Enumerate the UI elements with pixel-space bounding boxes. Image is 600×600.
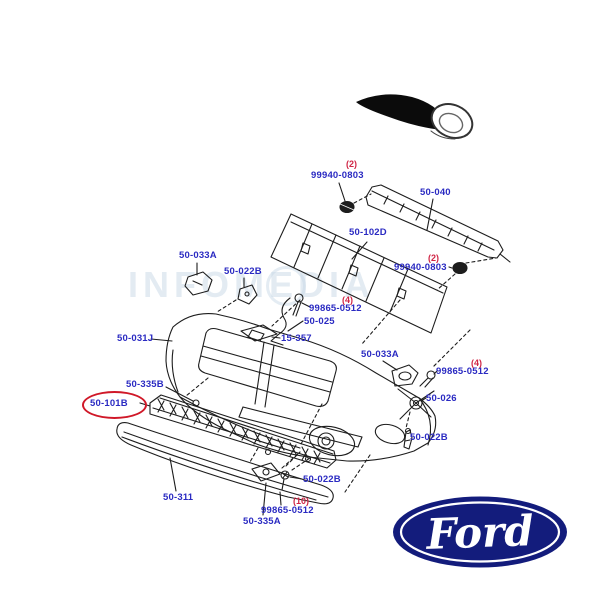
fasteners-bottom: [279, 451, 311, 506]
part-label-50-031J: 50-031J: [117, 333, 154, 344]
part-label-15-357: 15-357: [281, 333, 312, 344]
grille-insert: [139, 386, 337, 469]
lower-valance: [116, 422, 334, 505]
quantity-marker: (10): [293, 496, 310, 506]
bolt-mid: [292, 293, 311, 317]
part-label-50-335B: 50-335B: [126, 379, 164, 390]
quantity-marker: (2): [346, 159, 357, 169]
bracket-left: [184, 262, 213, 296]
part-label-99865-0512-right: 99865-0512: [436, 366, 489, 377]
bracket-right: [382, 360, 419, 387]
part-label-50-022B-top: 50-022B: [224, 266, 262, 277]
reinforcement-bar: [365, 184, 511, 263]
bracket-top: [216, 277, 258, 313]
part-label-50-040: 50-040: [420, 187, 451, 198]
part-label-50-033A-left: 50-033A: [179, 250, 217, 261]
part-label-50-101B-highlighted: 50-101B: [90, 398, 128, 409]
part-label-99940-0803-b: 99940-0803: [394, 262, 447, 273]
impact-absorber: [270, 213, 471, 369]
quantity-marker: (2): [428, 253, 439, 263]
quantity-marker: (4): [342, 295, 353, 305]
part-label-99940-0803-a: 99940-0803: [311, 170, 364, 181]
part-label-50-025: 50-025: [304, 316, 335, 327]
bracket-bottom: [251, 451, 301, 516]
bolt-right: [419, 370, 438, 388]
part-label-99865-0512-mid: 99865-0512: [309, 303, 362, 314]
highlight-ellipse: [82, 391, 147, 419]
part-label-50-022B-bottom: 50-022B: [303, 474, 341, 485]
clip-right: [403, 427, 413, 450]
part-label-99865-0512-bottom: 99865-0512: [261, 505, 314, 516]
part-label-50-026: 50-026: [426, 393, 457, 404]
part-label-50-335A: 50-335A: [243, 516, 281, 527]
part-label-50-102D: 50-102D: [349, 227, 387, 238]
part-label-50-311: 50-311: [163, 492, 194, 503]
push-nut-left: [338, 182, 372, 214]
quantity-marker: (4): [471, 358, 482, 368]
fog-bracket: [397, 388, 435, 429]
ford-logo: Ford: [392, 496, 568, 568]
part-label-50-022B-right: 50-022B: [410, 432, 448, 443]
vehicle-silhouette: [356, 94, 474, 140]
ford-wordmark: Ford: [425, 506, 535, 559]
push-nut-right: [436, 257, 497, 291]
part-label-50-033A-right: 50-033A: [361, 349, 399, 360]
watermark-ring: [266, 266, 306, 306]
